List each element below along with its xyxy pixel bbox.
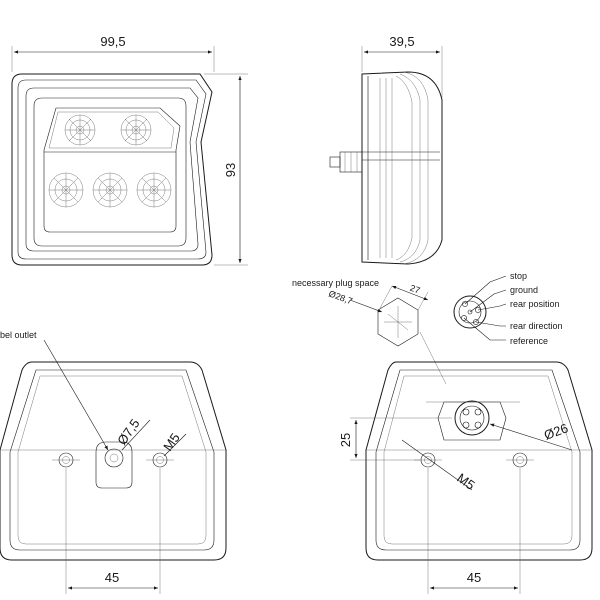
back-left-screw-left — [52, 452, 80, 468]
plug-space-label: necessary plug space — [292, 278, 379, 288]
back-left-thread-dimension: M5 — [160, 430, 183, 453]
back-right-offset-dimension: 25 — [338, 433, 353, 447]
back-right-screw-left — [414, 452, 442, 468]
pin-label-ground: ground — [510, 285, 538, 295]
plug-diameter-dimension: Ø28,7 — [327, 288, 353, 306]
back-left-hole-dimension: Ø7,5 — [114, 416, 142, 448]
plug-width-dimension: 27 — [409, 283, 422, 296]
plug-space-detail: necessary plug space 27 Ø28,7 — [292, 278, 447, 385]
front-view: 99,5 93 — [11, 34, 248, 266]
back-right-screw-right — [506, 452, 534, 468]
back-right-spacing-dimension: 45 — [467, 570, 481, 585]
cable-outlet-label: bel outlet — [0, 330, 37, 340]
pin-connector-circle — [453, 295, 487, 329]
pin-label-reference: reference — [510, 336, 548, 346]
front-width-dimension: 99,5 — [100, 34, 125, 49]
back-view-left: bel outlet Ø7,5 M5 45 — [0, 330, 227, 594]
back-right-thread-dimension: M5 — [454, 470, 477, 493]
back-right-connector-dimension: Ø26 — [542, 420, 570, 443]
front-upper-led-right — [120, 114, 152, 146]
back-view-right: 25 Ø26 M5 45 — [338, 361, 593, 594]
pin-legend: stop ground rear position rear direction… — [453, 271, 563, 346]
side-connector-stub — [329, 151, 363, 173]
side-view: 39,5 — [329, 34, 443, 265]
back-right-connector — [426, 400, 520, 441]
back-left-spacing-dimension: 45 — [105, 570, 119, 585]
pin-label-rear-position: rear position — [510, 299, 560, 309]
pin-label-rear-direction: rear direction — [510, 321, 563, 331]
front-lower-led-1 — [48, 172, 84, 208]
front-height-dimension: 93 — [223, 163, 238, 177]
pin-label-stop: stop — [510, 271, 527, 281]
cable-outlet — [95, 441, 133, 489]
back-left-screw-right — [146, 452, 174, 468]
front-lower-led-3 — [136, 172, 172, 208]
front-upper-led-left — [64, 114, 96, 146]
front-lower-led-2 — [92, 172, 128, 208]
side-depth-dimension: 39,5 — [389, 34, 414, 49]
